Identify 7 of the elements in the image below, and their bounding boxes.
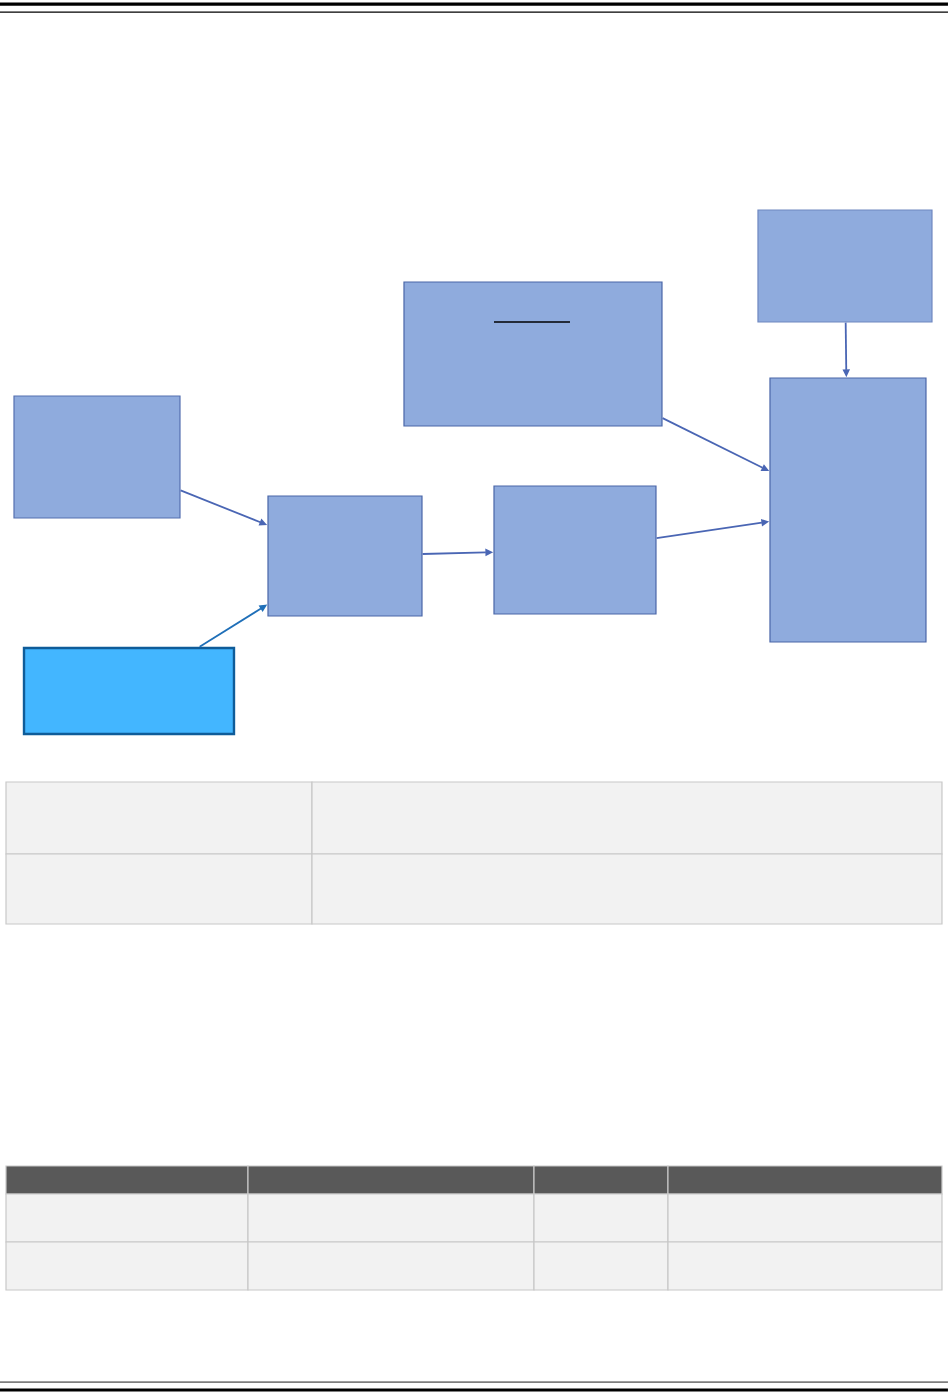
box <box>493 485 657 615</box>
box <box>267 495 423 617</box>
box <box>769 377 927 643</box>
box <box>403 281 663 427</box>
box <box>22 646 236 736</box>
box <box>13 395 181 519</box>
box <box>757 209 933 323</box>
